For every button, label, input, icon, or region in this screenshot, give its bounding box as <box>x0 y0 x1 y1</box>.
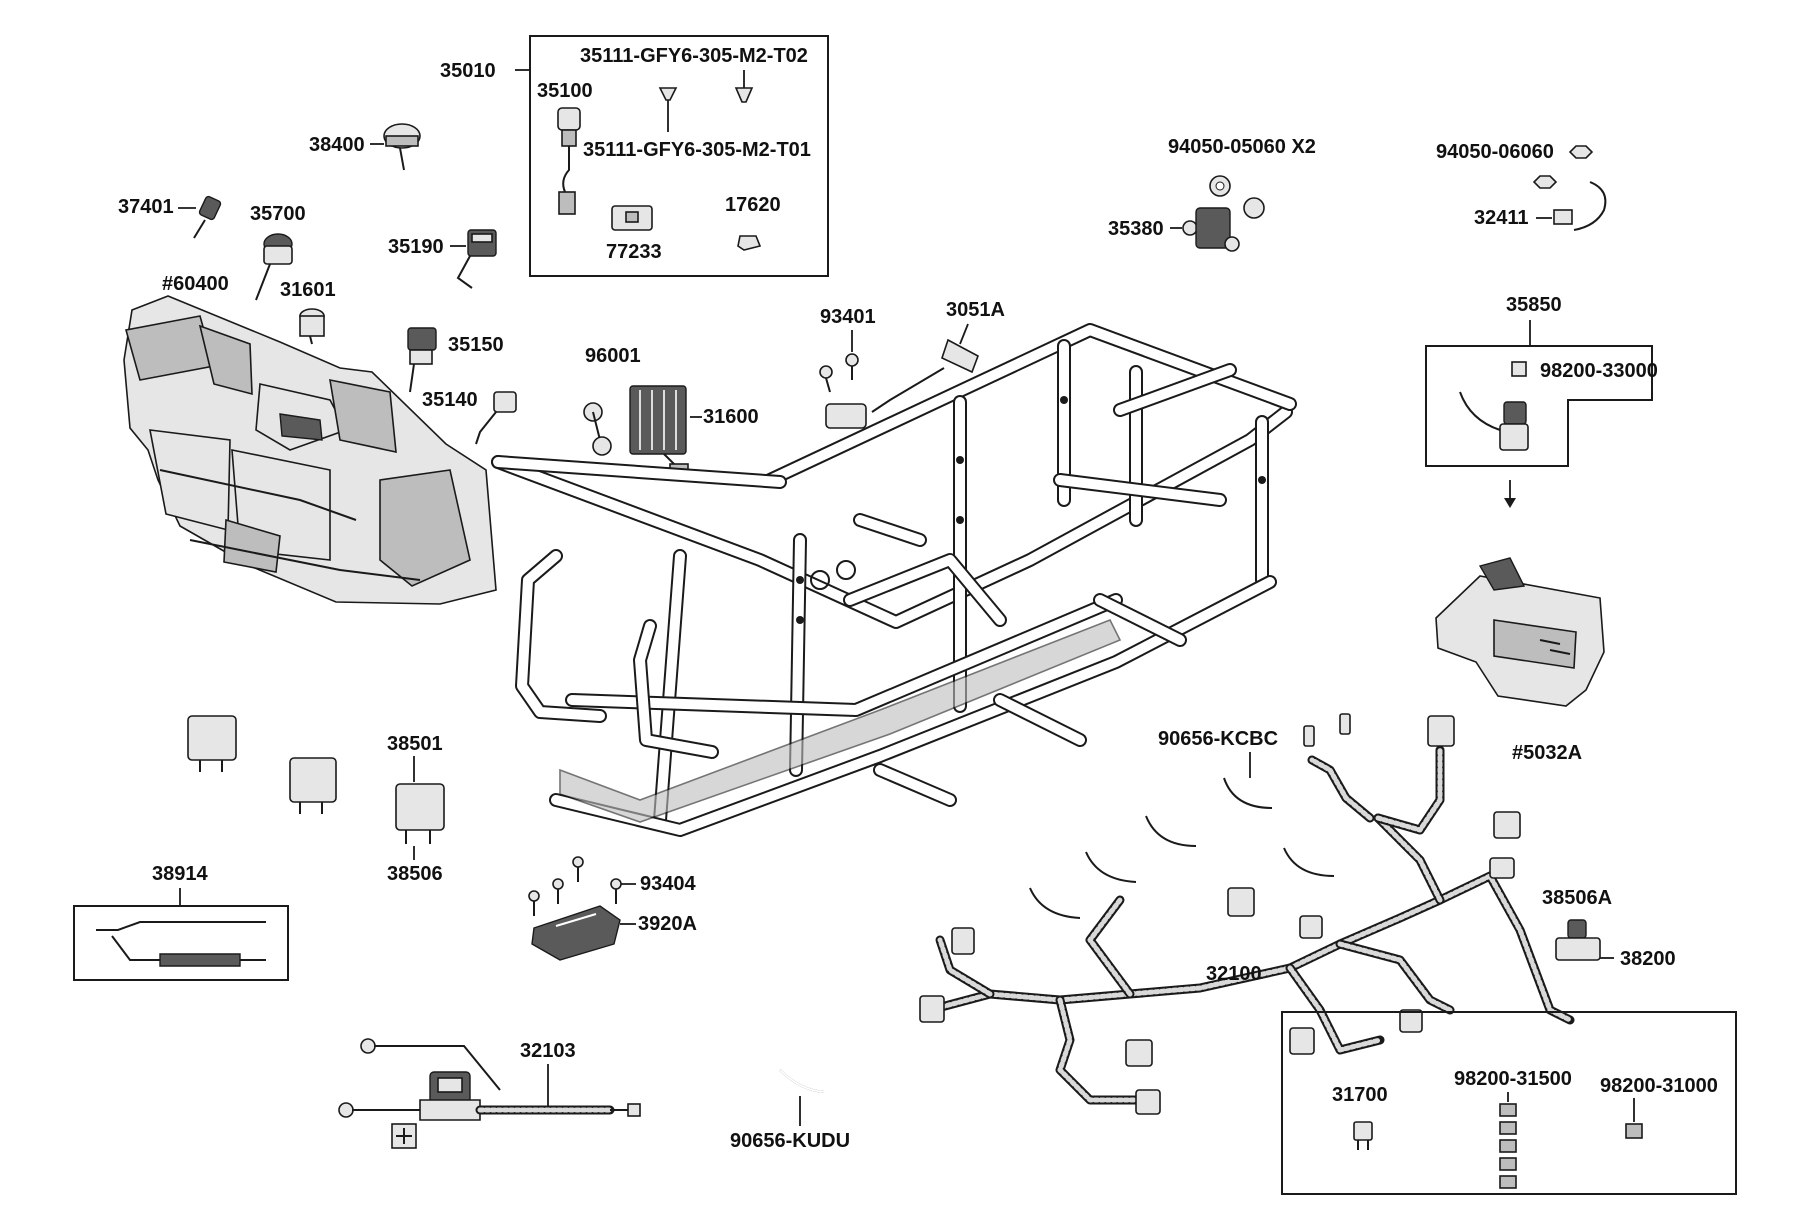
dashboard-panel-60400 <box>123 295 497 605</box>
ecu-3920a-part <box>531 905 621 961</box>
switch-35140-part <box>475 391 517 445</box>
bulb-t02-part <box>734 70 754 103</box>
label-38914: 38914 <box>152 863 208 885</box>
relay-left-1-part <box>187 715 237 772</box>
relay-31700-part <box>1353 1121 1373 1150</box>
label-98200-31500: 98200-31500 <box>1454 1068 1572 1090</box>
label-35140: 35140 <box>422 389 478 411</box>
label-35850: 35850 <box>1506 294 1562 316</box>
label-35150: 35150 <box>448 334 504 356</box>
main-harness-32100 <box>919 713 1575 1115</box>
group-box-bottom-right <box>1281 1011 1737 1195</box>
sensor-35380-part <box>1182 207 1240 252</box>
label-38506a: 38506A <box>1542 887 1612 909</box>
vehicle-frame <box>491 323 1297 837</box>
label-35190: 35190 <box>388 236 444 258</box>
label-38506: 38506 <box>387 863 443 885</box>
label-32411: 32411 <box>1474 207 1529 229</box>
relay-35850-part <box>1459 361 1529 451</box>
group-box-35010 <box>529 35 829 277</box>
harness-32103-part <box>338 1038 641 1149</box>
label-94050-06060: 94050-06060 <box>1436 141 1554 163</box>
bolt-96001-part <box>583 402 612 456</box>
group-box-38914 <box>73 905 289 981</box>
switch-35700-part <box>255 233 293 301</box>
label-31601: 31601 <box>280 279 336 301</box>
clip-77233-part <box>611 205 653 231</box>
fuses-98200-31500-part <box>1499 1103 1517 1189</box>
label-94050-05060: 94050-05060 X2 <box>1168 136 1316 158</box>
label-5032a: #5032A <box>1512 742 1582 764</box>
label-3920a: 3920A <box>638 913 697 935</box>
switch-35150-part <box>407 327 437 393</box>
bulb-t01-part <box>658 87 678 132</box>
label-60400: #60400 <box>162 273 229 295</box>
label-93404: 93404 <box>640 873 696 895</box>
label-90656-kcbc: 90656-KCBC <box>1158 728 1278 750</box>
cable-38914-part <box>96 921 266 967</box>
label-38400: 38400 <box>309 134 365 156</box>
arrow-down-icon <box>1504 498 1516 508</box>
label-32103: 32103 <box>520 1040 576 1062</box>
horn-38400-part <box>383 123 421 171</box>
band-90656-kudu-part <box>779 1069 825 1093</box>
socket-31601-part <box>299 308 325 345</box>
label-32100: 32100 <box>1206 963 1262 985</box>
label-35700: 35700 <box>250 203 306 225</box>
label-93401: 93401 <box>820 306 876 328</box>
washers-94050-05060-part <box>1209 175 1265 219</box>
fuse-98200-31000-part <box>1625 1123 1643 1139</box>
cable-32411-part <box>1553 181 1607 231</box>
label-31600: 31600 <box>703 406 759 428</box>
relay-left-2-part <box>289 757 337 814</box>
label-3051a: 3051A <box>946 299 1005 321</box>
label-35111-t01: 35111-GFY6-305-M2-T01 <box>583 139 811 161</box>
sensor-37401-part <box>193 195 222 239</box>
label-38501: 38501 <box>387 733 443 755</box>
label-35010: 35010 <box>440 60 496 82</box>
bolt-93401-part <box>819 330 859 393</box>
relay-38506a-part <box>1555 919 1601 961</box>
bands-90656-kcbc-part <box>1029 777 1335 919</box>
nut-94050-06060-part <box>1532 145 1594 189</box>
label-90656-kudu: 90656-KUDU <box>730 1130 850 1152</box>
nut-17620-part <box>737 235 762 251</box>
label-35111-t02: 35111-GFY6-305-M2-T02 <box>580 45 808 67</box>
label-98200-33000: 98200-33000 <box>1540 360 1658 382</box>
relay-38501-part <box>395 783 445 844</box>
label-37401: 37401 <box>118 196 174 218</box>
label-35380: 35380 <box>1108 218 1164 240</box>
label-77233: 77233 <box>606 241 662 263</box>
bolts-93404-part <box>528 856 622 916</box>
regulator-31600-part <box>629 385 707 477</box>
label-38200: 38200 <box>1620 948 1676 970</box>
label-96001: 96001 <box>585 345 641 367</box>
socket-35100-part <box>557 107 581 215</box>
switch-35190-part <box>456 229 497 289</box>
label-35100: 35100 <box>537 80 593 102</box>
group-box-35850 <box>1425 345 1653 467</box>
battery-box-5032a <box>1435 557 1605 707</box>
label-17620: 17620 <box>725 194 781 216</box>
cable-3051a-part <box>825 323 979 429</box>
label-31700: 31700 <box>1332 1084 1388 1106</box>
label-98200-31000: 98200-31000 <box>1600 1075 1718 1097</box>
